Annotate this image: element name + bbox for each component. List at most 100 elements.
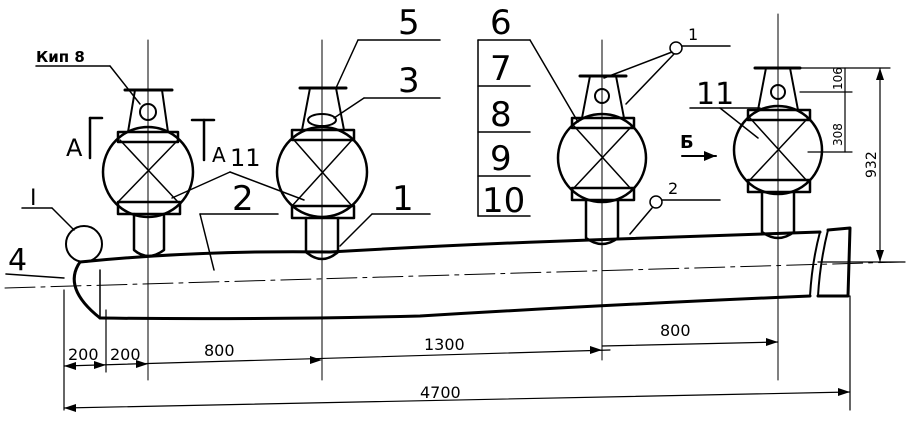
header-pipe [4,226,901,321]
callout-3-leader [333,97,365,119]
dim-800-a: 800 [204,341,235,360]
callout-2-small-leader [629,207,653,235]
hdim-chain-2 [601,341,779,347]
callout-2-small: 2 [668,179,678,198]
detail-I-leader [51,207,75,231]
callout-stack: 6 7 8 9 10 [477,3,579,221]
callout-1-small: 1 [688,25,698,44]
dim-932: 932 [864,151,880,178]
pipe-bottom-edge [98,294,812,321]
valve-1-cross-b [117,139,179,203]
callout-11-leader-a [171,171,231,199]
arrow-2 [136,360,148,368]
vdim-932-arrow-bottom [876,250,884,262]
pipe-top-edge [78,230,822,264]
callout-2-leader [199,213,215,271]
valve-3-body [556,112,648,204]
dim-800-b: 800 [660,321,691,340]
callout-9: 9 [490,139,512,179]
callout-kip8: Кип 8 [36,48,85,66]
pipe-break-left [809,231,821,297]
valve-assembly-2 [275,39,369,381]
arrow-overall-left [64,404,76,412]
dim-4700: 4700 [420,383,461,402]
valve-4-top-flange [746,108,812,122]
callout-1: 1 [392,179,414,219]
callout-2: 2 [232,179,254,219]
vdim-932-arrow-top [876,68,884,80]
valve-3-bottom-flange [570,186,636,202]
valve-assembly-3 [556,39,648,361]
callout-2-small-marker [649,195,663,209]
valve-4-branch [760,190,796,240]
callout-1-small-marker [669,41,683,55]
valve-assembly-4 [732,13,824,381]
valve-1-body [101,125,195,219]
dim-200-a: 200 [68,345,99,364]
callout-7: 7 [490,49,512,89]
valve-4-cross-b [747,117,809,183]
arrow-1 [94,361,106,369]
pipe-break-left2 [817,229,829,297]
callout-5-leader [335,39,359,89]
callout-3: 3 [398,61,420,101]
arrow-0 [64,362,76,370]
valve-2-yoke [301,87,345,131]
valve-3-stem-nut [594,88,610,104]
valve-3-top-flange [570,116,636,130]
section-right-suffix: 11 [230,144,261,172]
arrow-3 [310,356,322,364]
dim-308: 308 [831,123,845,146]
valve-1-branch [132,212,166,258]
callout-11-leader [719,107,759,139]
detail-circle-I [65,225,103,263]
pipe-left-cap [72,260,102,320]
dim-106: 106 [831,67,845,90]
arrow-5 [766,338,778,346]
view-arrow-head [704,151,716,161]
valve-1-bottom-flange [116,200,182,216]
callout-11: 11 [696,77,734,112]
valve-4-stem-nut [770,84,786,100]
arrow-4 [590,346,602,354]
valve-2-top-flange [290,128,356,142]
callout-6-leader [529,39,579,123]
arrow-overall-right [838,388,850,396]
pipe-axis-line [4,261,901,289]
valve-2-bottom-flange [290,204,356,220]
callout-8: 8 [490,95,512,135]
callout-4-leader [5,273,65,279]
horizontal-dimensions: 200 200 800 1300 800 4700 [63,289,851,412]
callout-6: 6 [490,3,512,43]
callouts: Кип 8 5 3 2 1 4 6 7 8 9 [5,3,761,279]
valve-1-stem-nut [139,103,157,121]
section-right-label: A [212,143,226,167]
callout-1-small-leader-a [603,51,673,79]
callout-10: 10 [482,181,525,221]
hdim-chain-1 [63,349,611,367]
vertical-dimensions: 932 106 308 [799,67,906,263]
callout-5: 5 [398,3,420,43]
valve-4-bottom-flange [746,178,812,194]
callout-11-leader-b [229,171,305,201]
kip8-leader [109,65,141,105]
dim-200-b: 200 [110,345,141,364]
valve-assembly-1 [101,39,195,381]
dim-1300: 1300 [424,335,465,354]
callout-4: 4 [8,243,27,278]
callout-1-small-leader-b [625,53,675,105]
valve-4-body [732,104,824,196]
section-left-label: A [66,134,83,162]
valve-2-branch [304,216,340,261]
view-label: Б [680,132,694,153]
section-marks: A A 11 Б [66,116,717,172]
valve-3-yoke [581,75,625,119]
callout-1-leader [339,213,373,247]
hdim-overall [63,391,851,409]
callout-roman-I: I [30,186,37,211]
valve-2-cross-b [291,139,353,207]
valve-3-cross-b [571,125,633,191]
valve-3-branch [584,198,620,246]
